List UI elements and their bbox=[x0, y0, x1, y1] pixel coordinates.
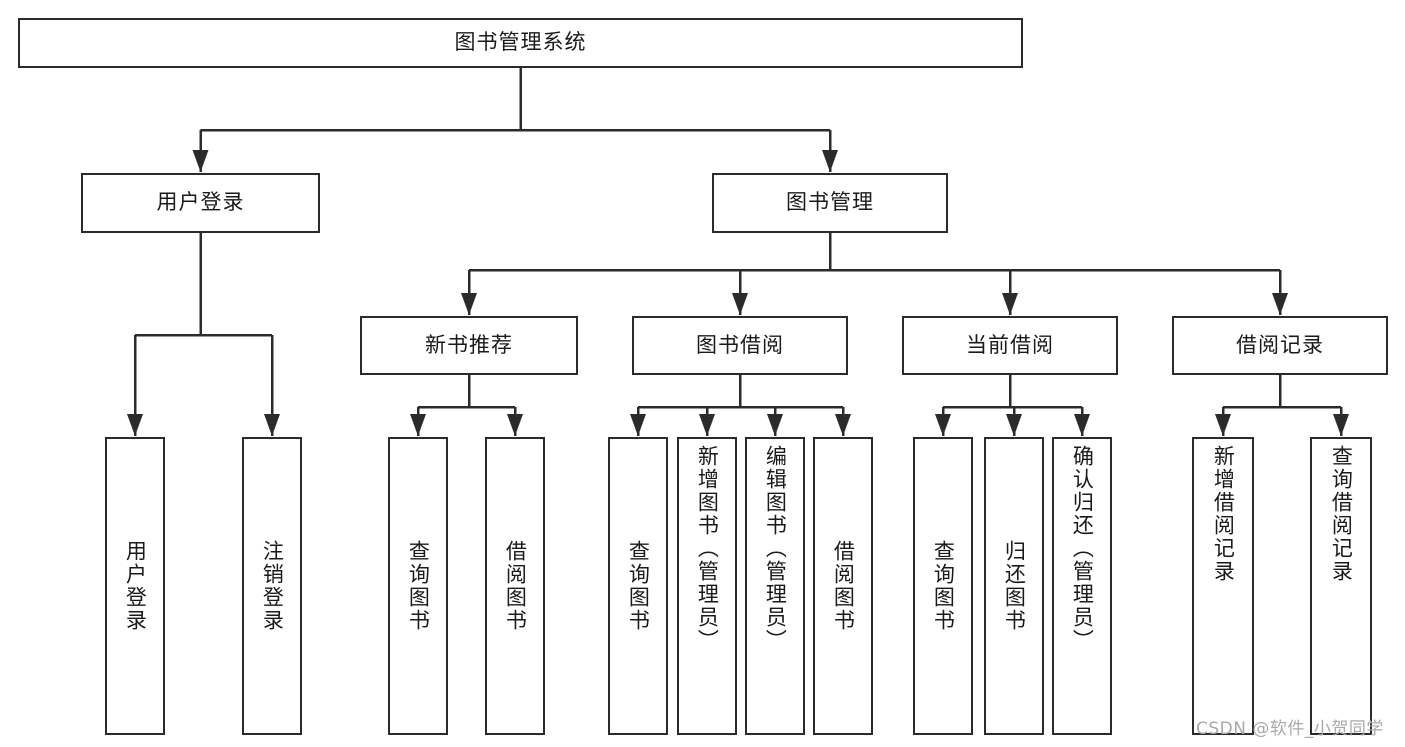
node-label: 新增图书（管理员） bbox=[695, 445, 720, 652]
node-leaf-borrow-1[interactable]: 查询图书 bbox=[608, 437, 668, 735]
node-label: 查询图书 bbox=[406, 540, 431, 632]
node-leaf-new-2[interactable]: 借阅图书 bbox=[485, 437, 545, 735]
node-borrow[interactable]: 图书借阅 bbox=[632, 316, 848, 375]
node-label: 新增借阅记录 bbox=[1211, 445, 1236, 583]
node-bookmgmt[interactable]: 图书管理 bbox=[712, 173, 948, 233]
node-label: 用户登录 bbox=[123, 540, 148, 632]
node-leaf-borrow-2[interactable]: 新增图书（管理员） bbox=[677, 437, 737, 735]
node-leaf-cur-2[interactable]: 归还图书 bbox=[984, 437, 1044, 735]
node-login[interactable]: 用户登录 bbox=[81, 173, 320, 233]
node-leaf-borrow-3[interactable]: 编辑图书（管理员） bbox=[745, 437, 805, 735]
node-label: 图书管理系统 bbox=[454, 30, 587, 55]
node-leaf-login-2[interactable]: 注销登录 bbox=[242, 437, 302, 735]
node-leaf-login-1[interactable]: 用户登录 bbox=[105, 437, 165, 735]
node-label: 查询图书 bbox=[626, 540, 651, 632]
node-current[interactable]: 当前借阅 bbox=[902, 316, 1118, 375]
node-leaf-cur-1[interactable]: 查询图书 bbox=[913, 437, 973, 735]
node-leaf-cur-3[interactable]: 确认归还（管理员） bbox=[1052, 437, 1112, 735]
node-label: 新书推荐 bbox=[425, 332, 513, 357]
node-newbook[interactable]: 新书推荐 bbox=[360, 316, 578, 375]
node-label: 用户登录 bbox=[156, 190, 245, 215]
node-leaf-rec-1[interactable]: 新增借阅记录 bbox=[1192, 437, 1254, 735]
csdn-watermark: CSDN @软件_小贺同学 bbox=[1196, 719, 1384, 739]
node-leaf-rec-2[interactable]: 查询借阅记录 bbox=[1310, 437, 1372, 735]
node-label: 归还图书 bbox=[1002, 540, 1027, 632]
node-label: 编辑图书（管理员） bbox=[763, 445, 788, 652]
node-leaf-new-1[interactable]: 查询图书 bbox=[388, 437, 448, 735]
node-label: 图书管理 bbox=[786, 190, 874, 215]
node-records[interactable]: 借阅记录 bbox=[1172, 316, 1388, 375]
node-root[interactable]: 图书管理系统 bbox=[18, 18, 1023, 68]
node-label: 确认归还（管理员） bbox=[1070, 445, 1095, 652]
node-leaf-borrow-4[interactable]: 借阅图书 bbox=[813, 437, 873, 735]
node-label: 借阅记录 bbox=[1236, 332, 1324, 357]
node-label: 当前借阅 bbox=[966, 332, 1054, 357]
node-label: 注销登录 bbox=[260, 540, 285, 632]
node-label: 查询借阅记录 bbox=[1329, 445, 1354, 583]
node-label: 借阅图书 bbox=[503, 540, 528, 632]
node-label: 借阅图书 bbox=[831, 540, 856, 632]
node-label: 查询图书 bbox=[931, 540, 956, 632]
node-label: 图书借阅 bbox=[696, 332, 784, 357]
